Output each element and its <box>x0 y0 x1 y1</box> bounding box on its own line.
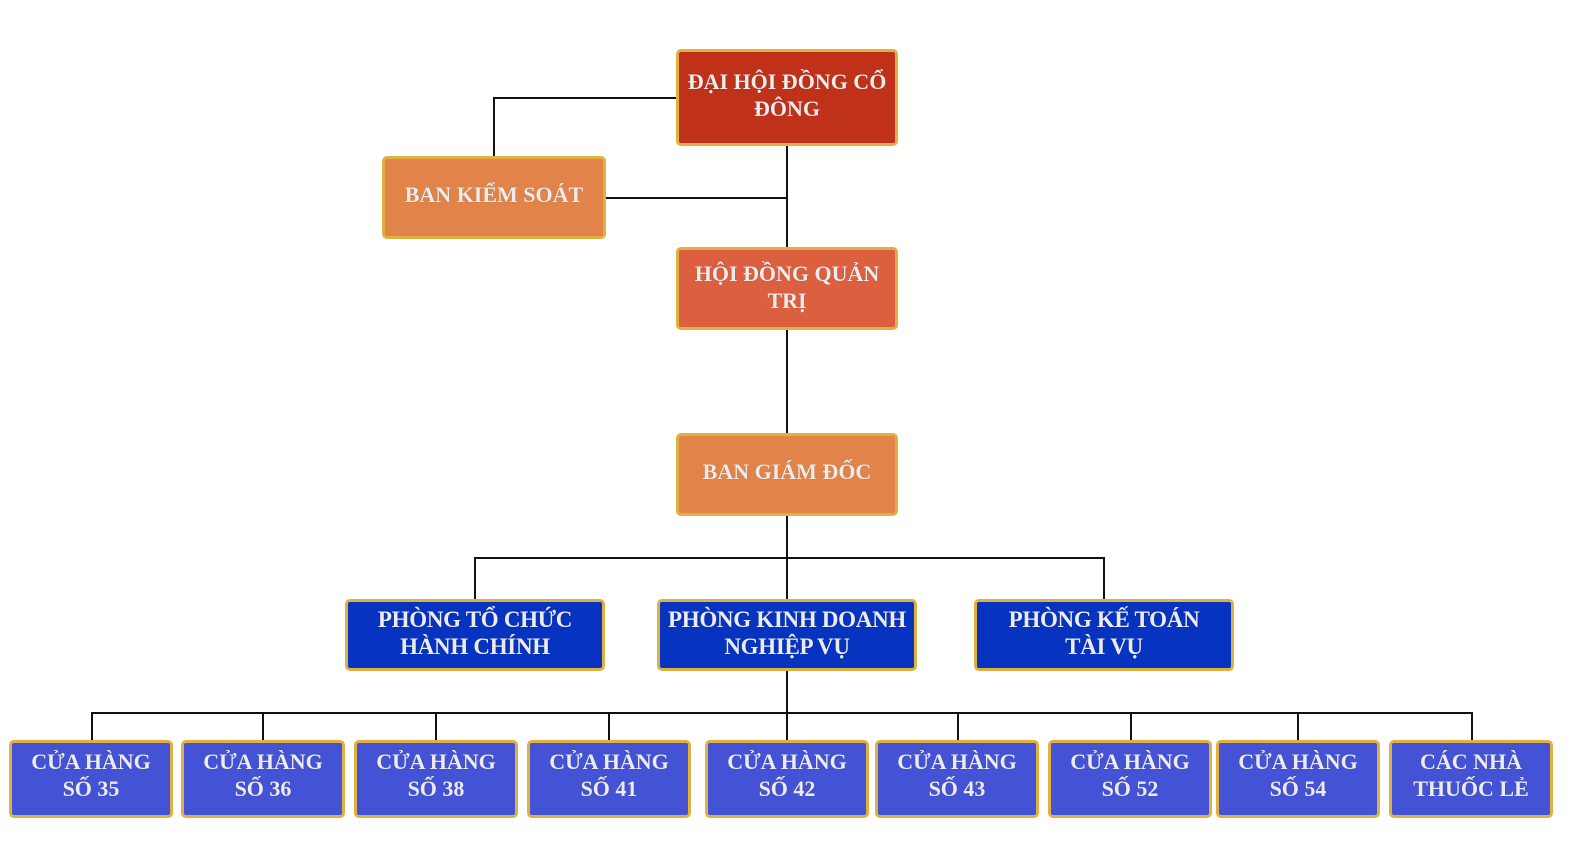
node-store-38: CỬA HÀNG SỐ 38 <box>354 740 518 818</box>
node-label-line1: BAN KIỂM SOÁT <box>404 182 584 207</box>
node-store-42: CỬA HÀNG SỐ 42 <box>705 740 869 818</box>
node-label-line2: ĐÔNG <box>754 96 820 121</box>
node-label-line2: TRỊ <box>767 288 807 313</box>
node-label-line2: SỐ 52 <box>1101 776 1159 801</box>
node-label-line1: CỬA HÀNG <box>203 749 323 774</box>
node-executive-board: BAN GIÁM ĐỐC <box>676 433 898 516</box>
node-label-line1: PHÒNG KINH DOANH <box>668 607 906 632</box>
node-label-line1: ĐẠI HỘI ĐỒNG CỔ <box>687 69 887 94</box>
node-supervisory-board: BAN KIỂM SOÁT <box>382 156 606 239</box>
node-store-52: CỬA HÀNG SỐ 52 <box>1048 740 1212 818</box>
node-label-line2: SỐ 35 <box>62 776 120 801</box>
node-label-line1: CỬA HÀNG <box>376 749 496 774</box>
node-label-line2: TÀI VỤ <box>1065 634 1143 659</box>
node-label-line2: THUỐC LẺ <box>1413 776 1529 801</box>
node-label-line1: PHÒNG KẾ TOÁN <box>1008 607 1200 632</box>
node-label-line1: CỬA HÀNG <box>727 749 847 774</box>
node-label-line1: BAN GIÁM ĐỐC <box>702 459 872 484</box>
node-store-41: CỬA HÀNG SỐ 41 <box>527 740 691 818</box>
node-label-line1: HỘI ĐỒNG QUẢN <box>694 261 880 286</box>
node-label-line1: CỬA HÀNG <box>31 749 151 774</box>
node-store-35: CỬA HÀNG SỐ 35 <box>9 740 173 818</box>
node-board-of-management: HỘI ĐỒNG QUẢN TRỊ <box>676 247 898 330</box>
node-label-line2: SỐ 38 <box>407 776 465 801</box>
node-label-line1: CỬA HÀNG <box>1070 749 1190 774</box>
node-label-line2: HÀNH CHÍNH <box>400 634 550 659</box>
node-label-line2: SỐ 41 <box>580 776 638 801</box>
node-label-line1: CÁC NHÀ <box>1419 749 1523 774</box>
node-label-line2: SỐ 36 <box>234 776 292 801</box>
node-label-line1: CỬA HÀNG <box>897 749 1017 774</box>
node-store-54: CỬA HÀNG SỐ 54 <box>1216 740 1380 818</box>
node-label-line2: SỐ 54 <box>1269 776 1327 801</box>
node-label-line2: SỐ 42 <box>758 776 816 801</box>
node-label-line1: PHÒNG TỔ CHỨC <box>377 607 573 632</box>
node-store-43: CỬA HÀNG SỐ 43 <box>875 740 1039 818</box>
node-shareholders-meeting: ĐẠI HỘI ĐỒNG CỔ ĐÔNG <box>676 49 898 146</box>
node-label-line2: NGHIỆP VỤ <box>724 634 850 659</box>
node-label-line1: CỬA HÀNG <box>549 749 669 774</box>
node-admin-department: PHÒNG TỔ CHỨC HÀNH CHÍNH <box>345 599 605 671</box>
node-label-line2: SỐ 43 <box>928 776 986 801</box>
node-retail-pharmacies: CÁC NHÀ THUỐC LẺ <box>1389 740 1553 818</box>
node-store-36: CỬA HÀNG SỐ 36 <box>181 740 345 818</box>
node-business-department: PHÒNG KINH DOANH NGHIỆP VỤ <box>657 599 917 671</box>
node-label-line1: CỬA HÀNG <box>1238 749 1358 774</box>
node-accounting-department: PHÒNG KẾ TOÁN TÀI VỤ <box>974 599 1234 671</box>
